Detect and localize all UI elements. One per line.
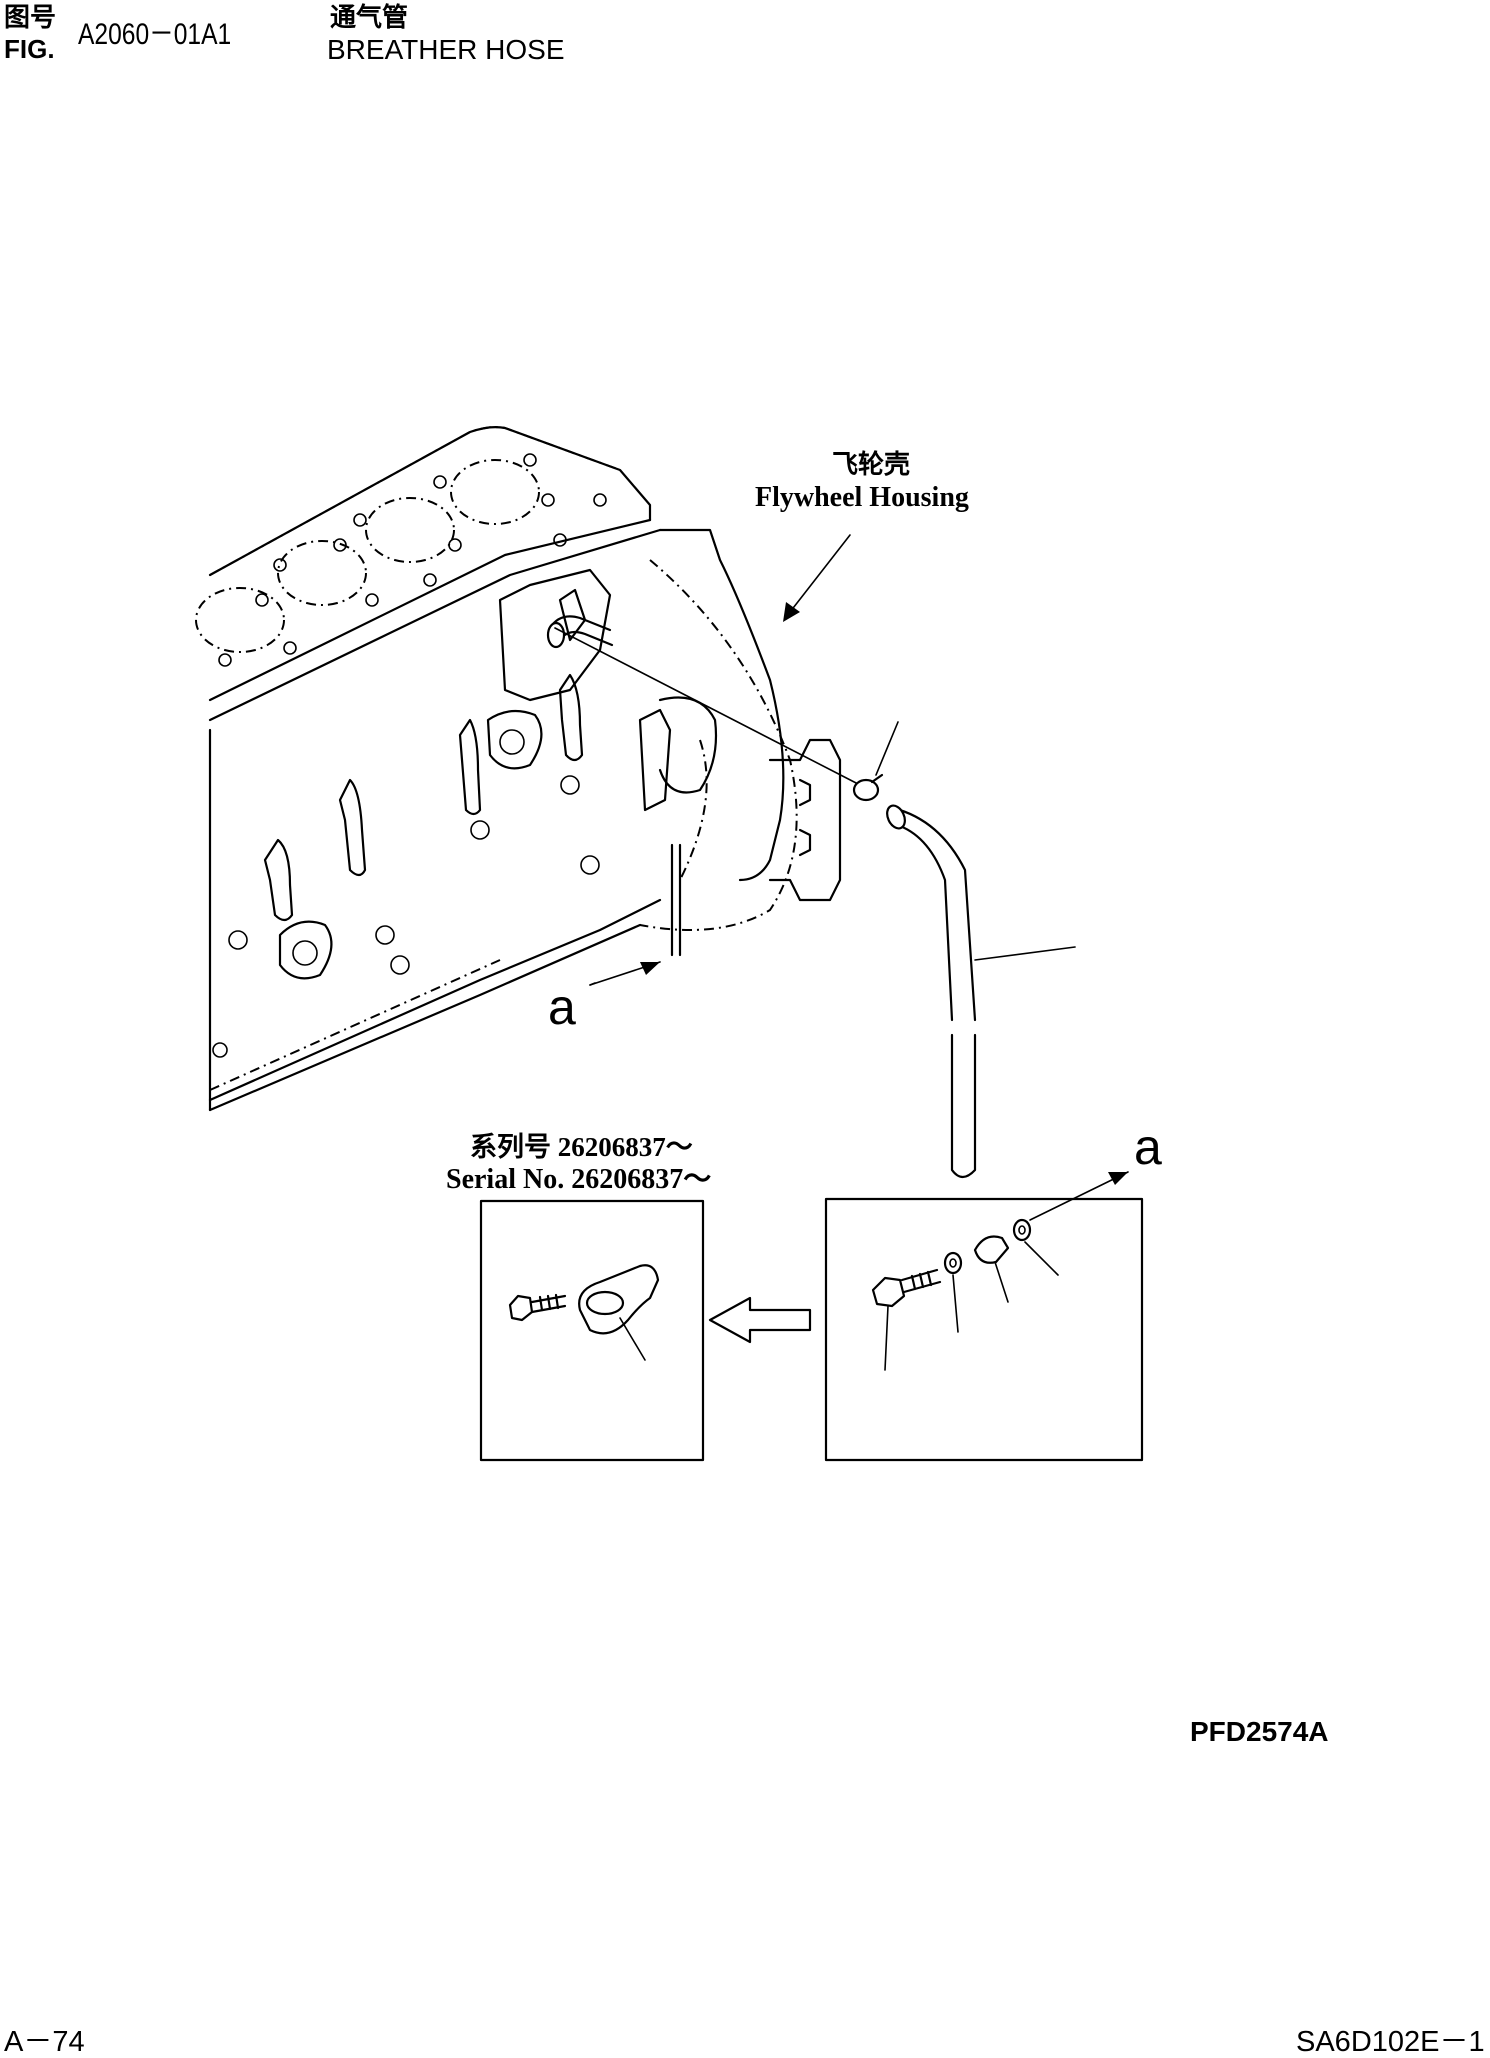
page-number: A－74 bbox=[4, 2026, 85, 2058]
title-cn: 通气管 bbox=[330, 2, 409, 32]
flywheel-label-en: Flywheel Housing bbox=[755, 482, 969, 513]
detail-box-old bbox=[479, 1199, 705, 1462]
serial-label-cn: 系列号 26206837～ bbox=[470, 1132, 693, 1162]
fig-label-en: FIG. bbox=[4, 34, 55, 64]
model-code: SA6D102E－1 bbox=[1296, 2026, 1485, 2058]
fig-number: A2060－01A1 bbox=[78, 18, 232, 51]
serial-label-en: Serial No. 26206837～ bbox=[446, 1164, 712, 1195]
engine-block-drawing bbox=[195, 426, 842, 1112]
flywheel-label-cn: 飞轮壳 bbox=[832, 450, 911, 479]
detail-box-new bbox=[824, 1197, 1144, 1462]
flywheel-leader-line bbox=[789, 534, 851, 613]
title-en: BREATHER HOSE bbox=[327, 34, 565, 65]
old-bolt-and-gasket bbox=[508, 1264, 660, 1361]
new-bolt-washers-gasket bbox=[871, 1218, 1059, 1371]
replacement-arrow bbox=[708, 1296, 812, 1344]
fig-label-cn: 图号 bbox=[4, 2, 57, 32]
view-marker-left: a bbox=[548, 979, 576, 1035]
view-marker-right: a bbox=[1134, 1119, 1162, 1175]
breather-hose-drawing bbox=[554, 627, 1129, 1221]
drawing-code: PFD2574A bbox=[1190, 1716, 1329, 1747]
